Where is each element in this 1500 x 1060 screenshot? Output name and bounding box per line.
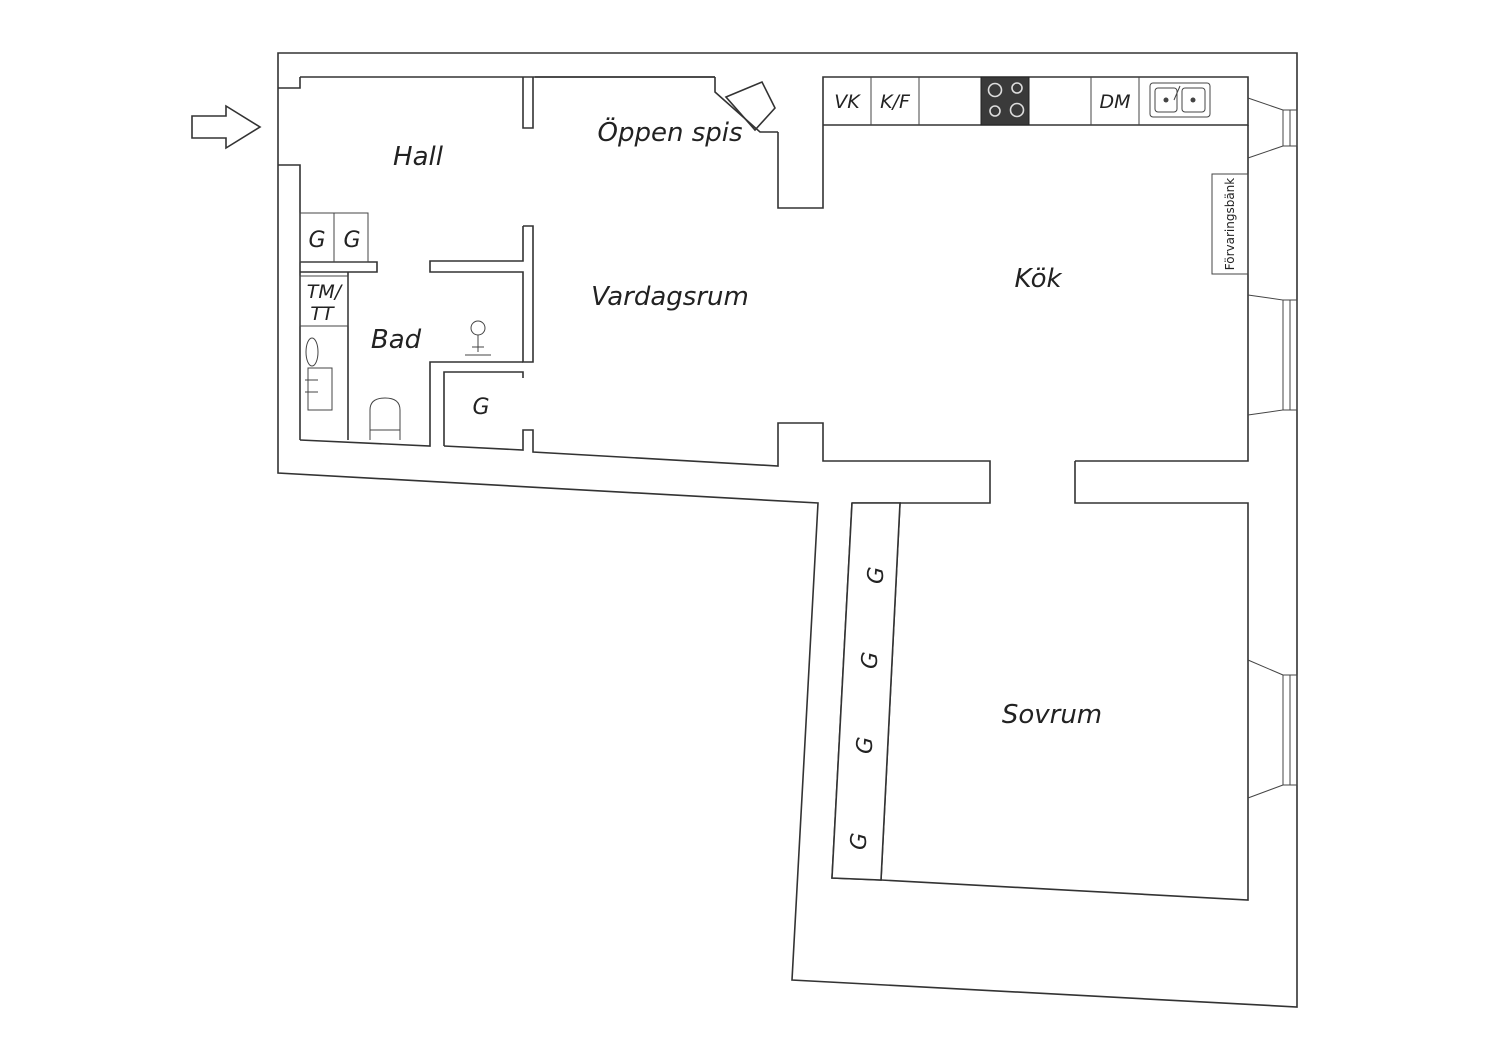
wardrobe-label: G: [863, 566, 889, 585]
wardrobe-label: G: [852, 736, 878, 755]
dishwasher-label: DM: [1099, 91, 1130, 113]
storage-bench-label: Förvaringsbänk: [1223, 178, 1237, 271]
washer-dryer-label: TT: [310, 303, 335, 325]
bathroom-sink-icon: [305, 337, 333, 411]
fireplace-icon: [714, 77, 778, 133]
room-label-kitchen: Kök: [1014, 264, 1062, 294]
stove-icon: [980, 76, 1030, 126]
washer-dryer-label: TM/: [307, 281, 344, 303]
room-label-hall: Hall: [393, 142, 444, 172]
wardrobe-label: G: [846, 832, 872, 851]
sink-icon: [1149, 82, 1211, 118]
room-label-bedroom: Sovrum: [1002, 700, 1102, 730]
kitchen-counter: [870, 77, 1140, 125]
window-top-right: [1247, 97, 1298, 159]
water-heater-label: VK: [834, 91, 861, 113]
room-label-fireplace: Öppen spis: [597, 116, 742, 148]
wardrobe-label: G: [308, 228, 325, 253]
outer-walls: [277, 52, 1298, 1008]
hall-wardrobes: [299, 212, 369, 263]
fridge-freezer-label: K/F: [880, 91, 911, 113]
storage-bench: [1211, 173, 1249, 275]
window-middle-right: [1247, 294, 1298, 416]
wardrobe-label: G: [472, 395, 489, 420]
shower-icon: [465, 320, 491, 356]
bedroom-wardrobe: [831, 502, 901, 881]
entrance-arrow-icon: [191, 104, 262, 150]
wardrobe-label: G: [857, 651, 883, 670]
window-bedroom: [1247, 659, 1298, 799]
toilet-icon: [369, 397, 401, 440]
wardrobe-label: G: [343, 228, 360, 253]
room-label-bathroom: Bad: [371, 325, 422, 355]
washer-dryer: [299, 275, 349, 327]
room-label-living-room: Vardagsrum: [591, 282, 749, 312]
